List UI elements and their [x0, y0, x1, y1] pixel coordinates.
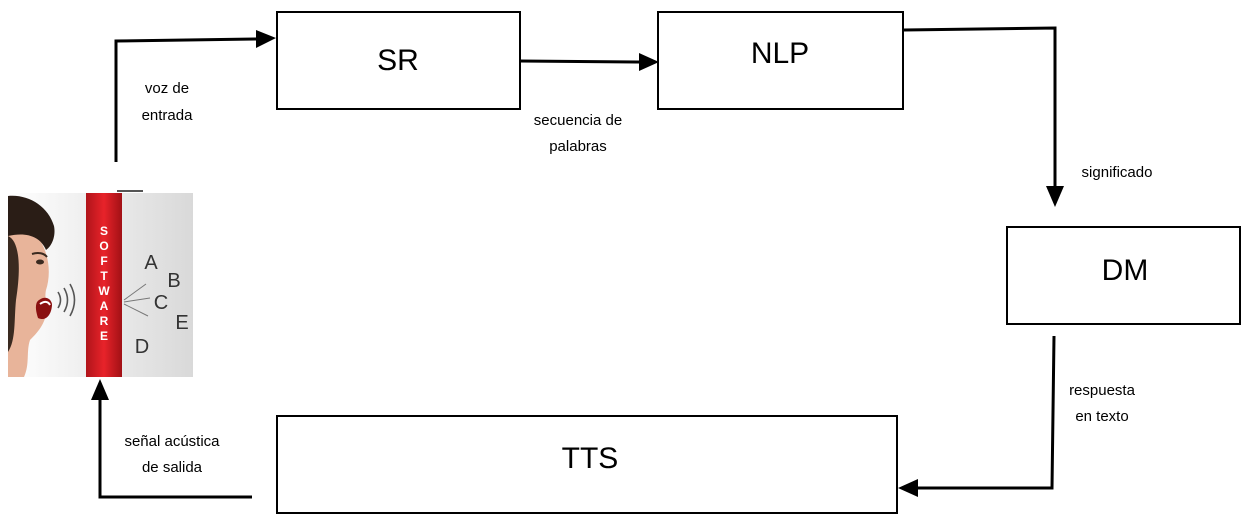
tts-label: TTS	[562, 442, 619, 475]
sound-waves-icon	[57, 283, 76, 317]
label-respuesta-2: en texto	[1075, 408, 1128, 425]
label-secuencia-2: palabras	[549, 138, 607, 155]
letter-d: D	[135, 336, 149, 358]
label-senal-2: de salida	[142, 459, 203, 476]
pillar-letter-f: F	[100, 254, 107, 268]
arrowhead-to-nlp	[639, 53, 659, 71]
output-rays	[123, 283, 151, 317]
pillar-text: S O F T W A R E	[98, 224, 110, 343]
arrowhead-to-tts	[898, 479, 918, 497]
software-pillar	[86, 193, 122, 377]
arrow-significado	[903, 26, 1057, 188]
face-icon	[8, 195, 55, 377]
sr-box	[276, 11, 521, 110]
pillar-letter-o: O	[99, 239, 108, 253]
label-respuesta-1: respuesta	[1069, 382, 1136, 399]
pillar-letter-s: S	[100, 224, 108, 238]
arrow-voz-entrada	[114, 37, 259, 162]
letter-e: E	[175, 312, 188, 334]
arrowhead-to-sr	[256, 30, 276, 48]
pillar-letter-a: A	[100, 299, 109, 313]
pillar-letter-t: T	[100, 269, 108, 283]
label-voz-1: voz de	[145, 80, 189, 97]
letter-c: C	[154, 292, 168, 314]
arrow-senal-salida	[98, 398, 252, 499]
label-significado: significado	[1082, 164, 1153, 181]
pillar-letter-w: W	[98, 284, 110, 298]
nlp-label: NLP	[751, 37, 809, 70]
arrow-secuencia	[519, 59, 641, 64]
arrow-respuesta	[918, 335, 1056, 490]
nlp-box	[657, 11, 904, 110]
pillar-letter-e: E	[100, 329, 108, 343]
tts-box	[276, 415, 898, 514]
sr-label: SR	[377, 44, 419, 77]
user-software-illustration: S O F T W A R E A B C E D	[8, 190, 193, 377]
dm-label: DM	[1102, 254, 1149, 287]
label-voz-2: entrada	[142, 107, 194, 124]
label-secuencia-1: secuencia de	[534, 112, 622, 129]
letter-b: B	[167, 270, 180, 292]
letter-a: A	[144, 252, 158, 274]
pillar-letter-r: R	[100, 314, 109, 328]
label-senal-1: señal acústica	[124, 433, 220, 450]
arrowhead-to-user	[91, 379, 109, 400]
arrowhead-to-dm	[1046, 186, 1064, 207]
dm-box	[1006, 226, 1241, 325]
